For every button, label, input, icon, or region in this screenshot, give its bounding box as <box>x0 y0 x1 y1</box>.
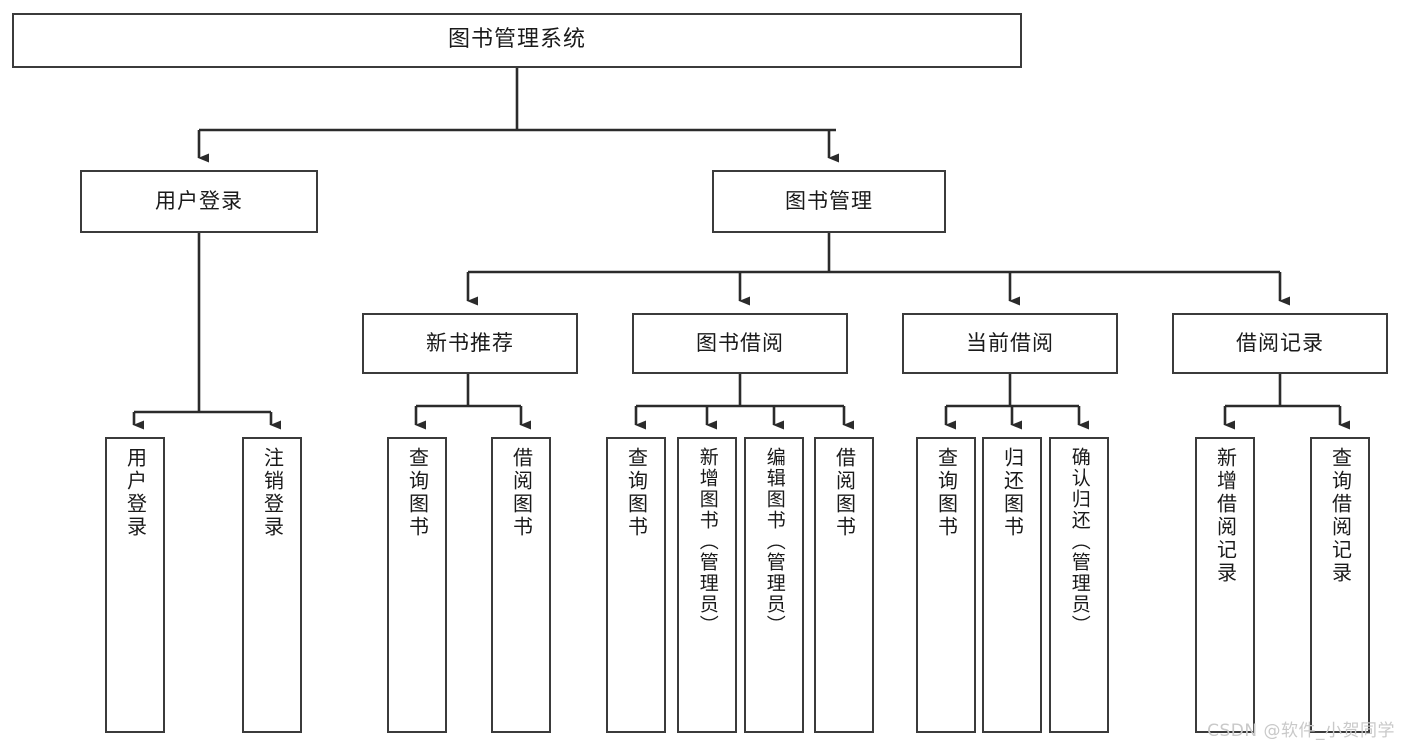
node-label: 图书借阅 <box>696 330 784 355</box>
node-label: 新书推荐 <box>426 330 514 355</box>
node-user-login[interactable]: 用户登录 <box>80 170 318 233</box>
leaf-current-borrow-confirm-return-admin[interactable]: 确认归还（管理员） <box>1049 437 1109 733</box>
leaf-book-borrow-borrow-book[interactable]: 借阅图书 <box>814 437 874 733</box>
node-label: 借阅记录 <box>1236 330 1324 355</box>
leaf-user-login-login[interactable]: 用户登录 <box>105 437 165 733</box>
node-root-book-management-system[interactable]: 图书管理系统 <box>12 13 1022 68</box>
node-label: 用户登录 <box>155 188 243 213</box>
node-label: 当前借阅 <box>966 330 1054 355</box>
node-label: 新增借阅记录 <box>1213 447 1238 585</box>
node-label: 注销登录 <box>260 447 285 539</box>
node-book-borrow[interactable]: 图书借阅 <box>632 313 848 374</box>
leaf-book-borrow-add-book-admin[interactable]: 新增图书（管理员） <box>677 437 737 733</box>
node-label: 用户登录 <box>123 447 148 539</box>
leaf-user-login-logout[interactable]: 注销登录 <box>242 437 302 733</box>
node-new-book-recommend[interactable]: 新书推荐 <box>362 313 578 374</box>
leaf-borrow-record-add-record[interactable]: 新增借阅记录 <box>1195 437 1255 733</box>
leaf-new-book-borrow-book[interactable]: 借阅图书 <box>491 437 551 733</box>
leaf-borrow-record-query-record[interactable]: 查询借阅记录 <box>1310 437 1370 733</box>
leaf-current-borrow-query-book[interactable]: 查询图书 <box>916 437 976 733</box>
node-label: 借阅图书 <box>832 447 857 539</box>
node-current-borrow[interactable]: 当前借阅 <box>902 313 1118 374</box>
leaf-book-borrow-query-book[interactable]: 查询图书 <box>606 437 666 733</box>
node-label: 编辑图书（管理员） <box>763 447 786 636</box>
node-book-management[interactable]: 图书管理 <box>712 170 946 233</box>
node-label: 查询借阅记录 <box>1328 447 1353 585</box>
leaf-current-borrow-return-book[interactable]: 归还图书 <box>982 437 1042 733</box>
node-label: 图书管理 <box>785 188 873 213</box>
node-borrow-record[interactable]: 借阅记录 <box>1172 313 1388 374</box>
node-label: 新增图书（管理员） <box>696 447 719 636</box>
node-label: 确认归还（管理员） <box>1068 447 1091 636</box>
node-label: 图书管理系统 <box>447 27 586 53</box>
leaf-new-book-query-book[interactable]: 查询图书 <box>387 437 447 733</box>
node-label: 查询图书 <box>934 447 959 539</box>
node-label: 查询图书 <box>405 447 430 539</box>
node-label: 借阅图书 <box>509 447 534 539</box>
leaf-book-borrow-edit-book-admin[interactable]: 编辑图书（管理员） <box>744 437 804 733</box>
node-label: 查询图书 <box>624 447 649 539</box>
node-label: 归还图书 <box>1000 447 1025 539</box>
